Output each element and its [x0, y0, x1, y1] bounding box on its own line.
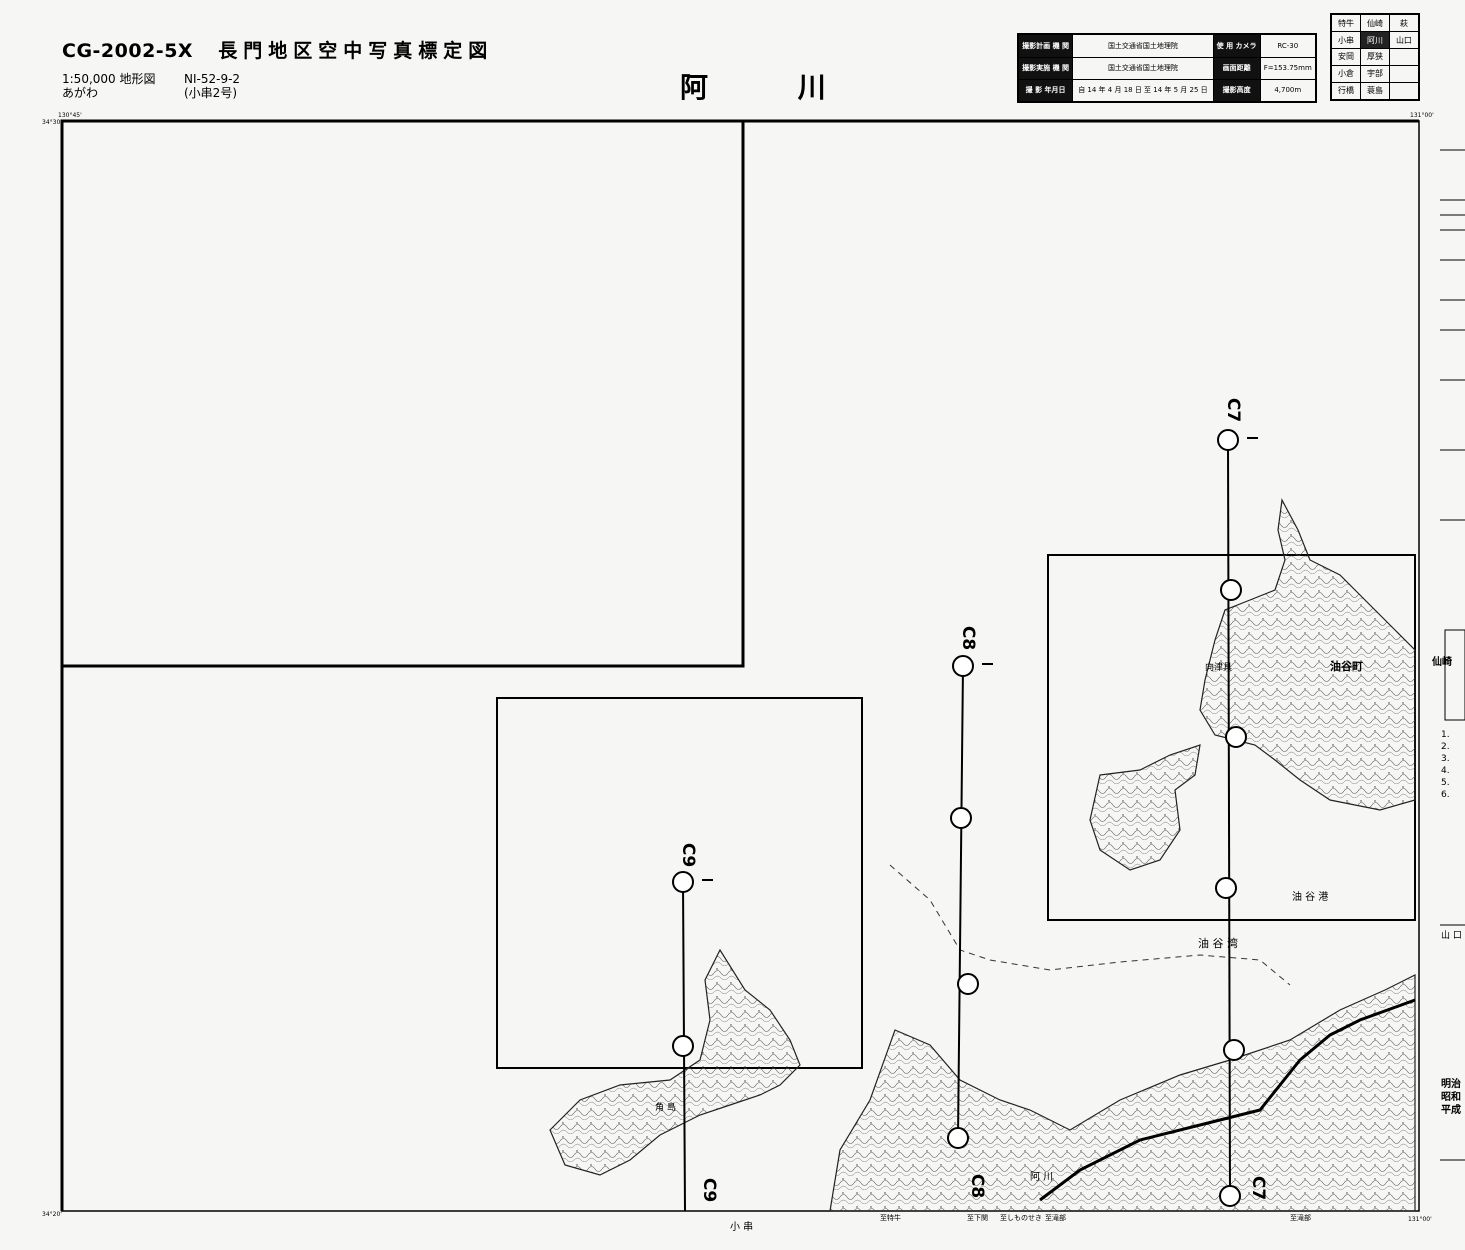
legend-era: 平成 — [1441, 1105, 1461, 1116]
boundary-line — [889, 864, 1291, 986]
photo-center[interactable] — [952, 655, 974, 677]
legend-footer: 明治 昭和 平成 — [1441, 1078, 1461, 1117]
legend-era: 明治 — [1441, 1079, 1461, 1090]
sheet-number: NI-52-9-2 — [184, 72, 241, 86]
landmass-mukatsuku-peninsula — [1199, 498, 1416, 811]
flight-label-c7-top: C7 — [1223, 398, 1243, 422]
scale-reading: あがわ — [62, 86, 99, 100]
place-cape: 向津具 — [1205, 661, 1232, 673]
flight-line-c7 — [1227, 439, 1231, 1197]
index-map: 特牛仙崎萩 小串阿川山口 安岡厚狭 小倉宇部 行橋蓑島 — [1330, 13, 1420, 101]
corner-coord-bl: 34°20' — [42, 1211, 62, 1218]
photo-info-table: 撮影計画 機 関 国土交通省国土地理院 使 用 カメラ RC-30 撮影実施 機… — [1017, 33, 1317, 103]
bottom-neighbor: 至しものせき — [1000, 1214, 1042, 1222]
scale-block: 1:50,000 地形図 あがわ — [62, 72, 155, 100]
map-title: 長門地区空中写真標定図 — [218, 40, 494, 62]
landmass-tsunoshima — [549, 948, 801, 1176]
legend-line: 5. — [1441, 778, 1450, 788]
sheet-sub: (小串2号) — [184, 86, 237, 100]
flight-label-c7-bottom: C7 — [1248, 1176, 1268, 1200]
flight-label-c9-top: C9 — [678, 843, 698, 867]
landmass-island — [1089, 744, 1201, 871]
legend-line: 6. — [1441, 790, 1450, 800]
place-island: 角 島 — [655, 1101, 676, 1113]
corner-coord-br: 131°00' — [1408, 1216, 1432, 1223]
photo-center[interactable] — [1217, 429, 1239, 451]
place-town: 油谷町 — [1330, 659, 1363, 673]
flight-label-c8-bottom: C8 — [967, 1174, 987, 1198]
bottom-neighbor: 至下関 — [967, 1214, 988, 1222]
corner-coord-tl: 130°45' — [58, 112, 82, 119]
info-label: 使 用 カメラ — [1212, 33, 1261, 58]
bottom-neighbor: 至滝部 — [1045, 1213, 1066, 1222]
bottom-sheet-label: 小 串 — [730, 1221, 753, 1233]
photo-center[interactable] — [1220, 579, 1242, 601]
bottom-neighbor: 至滝部 — [1290, 1213, 1311, 1222]
legend-line: 4. — [1441, 766, 1450, 776]
legend-line: 1. — [1441, 730, 1450, 740]
photo-center[interactable] — [672, 871, 694, 893]
flight-label-c9-bottom: C9 — [699, 1178, 719, 1202]
index-cell — [1388, 81, 1420, 101]
photo-centers-c9 — [672, 871, 694, 1057]
photo-center[interactable] — [1225, 726, 1247, 748]
coverage-box-nw — [60, 119, 745, 668]
right-margin-ticks — [1440, 149, 1465, 1161]
photo-centers-c7 — [1215, 429, 1247, 1207]
photo-center[interactable] — [1219, 1185, 1241, 1207]
info-row: 撮影計画 機 関 国土交通省国土地理院 使 用 カメラ RC-30 — [1017, 33, 1317, 58]
info-value: 自 14 年 4 月 18 日 至 14 年 5 月 25 日 — [1072, 78, 1214, 103]
info-value: 4,700m — [1259, 78, 1317, 103]
photo-center[interactable] — [947, 1127, 969, 1149]
photo-center[interactable] — [1215, 877, 1237, 899]
flight-label-c8-top: C8 — [958, 626, 978, 650]
corner-coord-lat: 34°30' — [42, 119, 62, 126]
coverage-box-c9 — [496, 697, 863, 1069]
photo-center[interactable] — [672, 1035, 694, 1057]
legend-line: 3. — [1441, 754, 1450, 764]
corner-coord-tr: 131°00' — [1410, 112, 1434, 119]
index-cell: 宇部 — [1360, 64, 1390, 83]
bottom-neighbor: 至特牛 — [880, 1213, 901, 1222]
info-label: 撮影高度 — [1212, 78, 1261, 103]
map-code: CG-2002-5X — [62, 40, 194, 62]
map-code-title: CG-2002-5X 長門地区空中写真標定図 — [62, 36, 493, 63]
photo-center[interactable] — [950, 807, 972, 829]
flight-line-c8 — [957, 665, 964, 1139]
place-station: 阿 川 — [1030, 1171, 1053, 1183]
legend-line: 2. — [1441, 742, 1450, 752]
place-bay: 油 谷 湾 — [1198, 936, 1238, 950]
index-cell: 行橋 — [1330, 81, 1362, 101]
railway-line — [1039, 998, 1416, 1202]
legend-footer-pref: 山 口 — [1441, 931, 1462, 941]
info-label: 撮 影 年月日 — [1017, 78, 1074, 103]
legend-notes: 1. 2. 3. 4. 5. 6. — [1441, 730, 1450, 802]
info-row: 撮 影 年月日 自 14 年 4 月 18 日 至 14 年 5 月 25 日 … — [1017, 78, 1317, 103]
scale-label: 1:50,000 地形図 — [62, 72, 156, 86]
place-port: 油 谷 港 — [1292, 890, 1328, 903]
photo-center[interactable] — [957, 973, 979, 995]
photo-center[interactable] — [1223, 1039, 1245, 1061]
place-east: 仙崎 — [1432, 655, 1452, 668]
landmass-south-coast — [829, 974, 1416, 1212]
legend-era: 昭和 — [1441, 1092, 1461, 1103]
index-cell — [1388, 64, 1420, 83]
legend-box — [1444, 629, 1465, 721]
index-cell: 蓑島 — [1360, 81, 1390, 101]
sheet-number-block: NI-52-9-2 (小串2号) — [184, 72, 240, 100]
sheet-title: 阿 川 — [680, 71, 866, 104]
photo-centers-c8 — [947, 655, 979, 1149]
